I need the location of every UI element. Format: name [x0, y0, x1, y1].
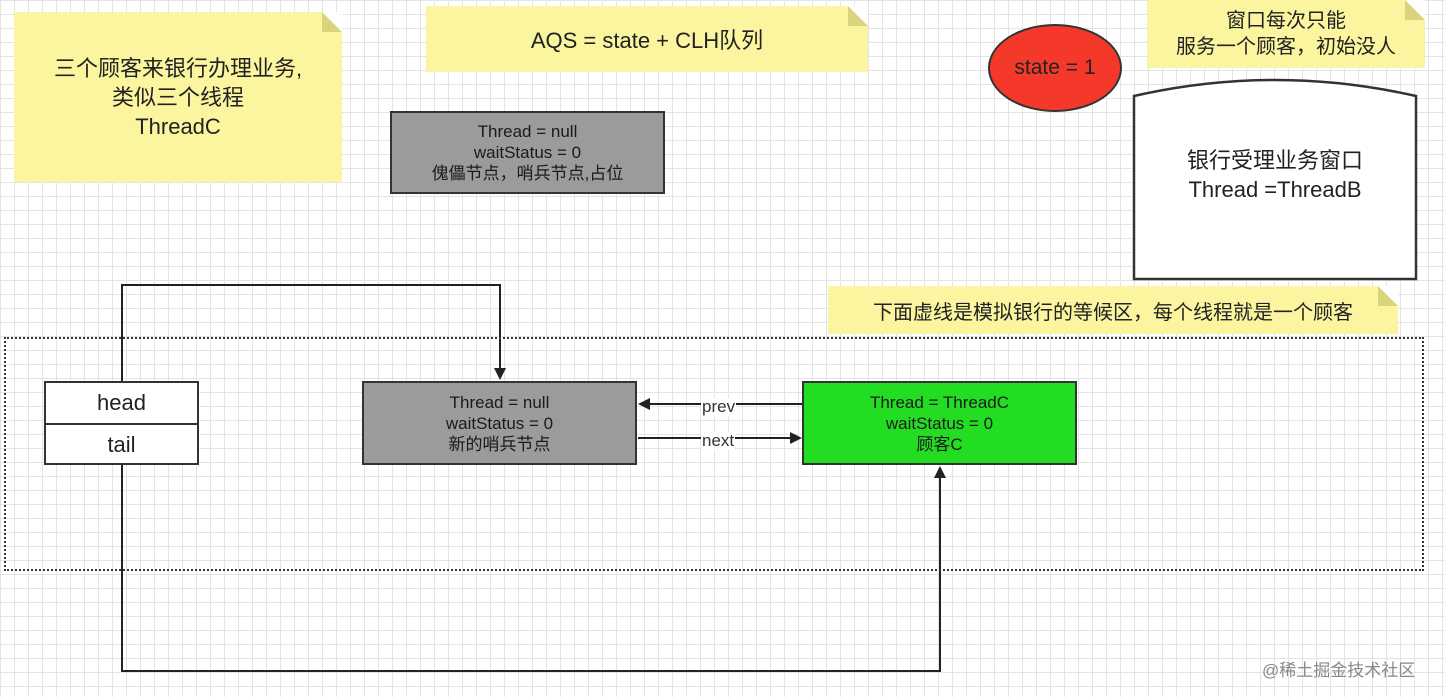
dummy-node-desc: 傀儡节点，哨兵节点,占位 — [431, 164, 624, 183]
state-circle: state = 1 — [988, 24, 1122, 112]
waiting-area-note-text: 下面虚线是模拟银行的等候区，每个线程就是一个顾客 — [873, 301, 1353, 324]
customers-note-line3: ThreadC — [135, 113, 221, 139]
customers-note-line1: 三个顾客来银行办理业务, — [53, 55, 303, 81]
sentinel-node-thread: Thread = null — [449, 392, 550, 412]
bank-window-shape — [1132, 78, 1418, 281]
sentinel-node-desc: 新的哨兵节点 — [448, 434, 551, 454]
sentinel-node-waitstatus: waitStatus = 0 — [445, 413, 554, 433]
dummy-node-thread: Thread = null — [477, 122, 578, 141]
head-cell: head — [97, 390, 146, 415]
waiting-area — [4, 337, 1424, 571]
head-to-sentinel-edge — [121, 284, 506, 382]
state-label: state = 1 — [1014, 56, 1096, 79]
threadc-node: Thread = ThreadC waitStatus = 0 顾客C — [802, 381, 1077, 465]
next-label: next — [701, 431, 736, 450]
customers-note-line2: 类似三个线程 — [111, 84, 244, 110]
watermark: @稀土掘金技术社区 — [1262, 661, 1416, 680]
waiting-area-note: 下面虚线是模拟银行的等候区，每个线程就是一个顾客 — [828, 286, 1398, 334]
threadc-node-desc: 顾客C — [916, 434, 963, 454]
aqs-note-text: AQS = state + CLH队列 — [530, 28, 764, 53]
threadc-node-waitstatus: waitStatus = 0 — [885, 413, 994, 433]
bank-window-line2: Thread =ThreadB — [1188, 177, 1362, 202]
tail-cell: tail — [46, 423, 197, 465]
window-note-line2: 服务一个顾客，初始没人 — [1176, 36, 1396, 58]
aqs-note: AQS = state + CLH队列 — [426, 6, 868, 72]
prev-label: prev — [701, 397, 737, 416]
customers-note: 三个顾客来银行办理业务, 类似三个线程 ThreadC — [14, 12, 342, 182]
bank-window-label: 银行受理业务窗口 Thread =ThreadB — [1134, 140, 1416, 210]
dummy-node-waitstatus: waitStatus = 0 — [473, 143, 582, 162]
window-note: 窗口每次只能 服务一个顾客，初始没人 — [1147, 0, 1425, 68]
window-note-line1: 窗口每次只能 — [1226, 10, 1346, 32]
bank-window-line1: 银行受理业务窗口 — [1186, 148, 1363, 173]
dummy-node: Thread = null waitStatus = 0 傀儡节点，哨兵节点,占… — [390, 111, 665, 194]
sentinel-node: Thread = null waitStatus = 0 新的哨兵节点 — [362, 381, 637, 465]
head-tail-box: head tail — [44, 381, 199, 465]
threadc-node-thread: Thread = ThreadC — [869, 392, 1010, 412]
